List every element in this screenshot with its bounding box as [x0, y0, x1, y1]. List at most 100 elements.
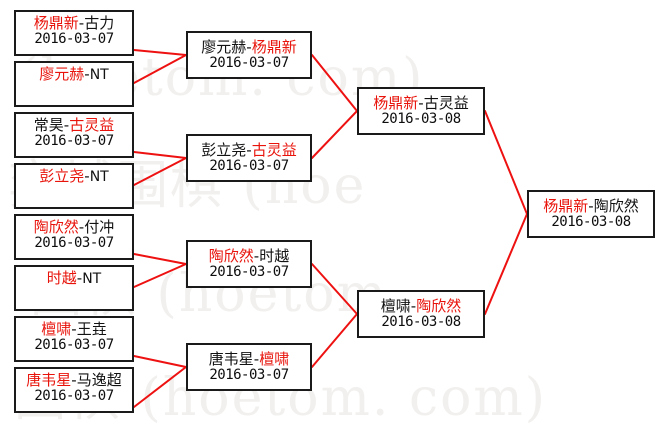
match-date: 2016-03-07	[34, 234, 114, 251]
bye-label: NT	[89, 169, 109, 185]
match-date: 2016-03-08	[551, 213, 631, 230]
match-box-r1m4[interactable]: 彭立尧-NT	[14, 163, 134, 209]
vs-separator: -	[253, 246, 260, 265]
player-left: 檀啸	[380, 296, 411, 315]
connector-r2m3-to-sf2	[311, 263, 358, 315]
player-left: 常昊	[33, 116, 64, 134]
match-date: 2016-03-07	[209, 263, 289, 280]
player-right: 古力	[84, 14, 115, 32]
player-left: 时越	[46, 269, 77, 287]
player-left: 杨鼎新	[33, 14, 79, 32]
connector-r2m2-to-sf1	[311, 110, 358, 159]
match-players: 檀啸-王垚	[41, 321, 106, 338]
match-players: 常昊-古灵益	[34, 117, 114, 134]
vs-separator: -	[246, 37, 252, 56]
connector-r2m1-to-sf1	[311, 54, 358, 112]
match-date: 2016-03-07	[34, 132, 114, 149]
match-players: 陶欣然-时越	[208, 246, 290, 265]
connector-r2m4-to-sf2	[311, 313, 358, 368]
vs-separator: -	[76, 269, 83, 287]
match-players: 唐韦星-檀啸	[208, 349, 290, 368]
player-right: 檀啸	[259, 349, 290, 368]
vs-separator: -	[588, 196, 594, 215]
player-right: 付冲	[84, 218, 115, 236]
vs-separator: -	[84, 167, 90, 185]
match-players: 杨鼎新-古灵益	[373, 93, 469, 112]
match-players: 杨鼎新-陶欣然	[543, 196, 639, 215]
player-left: 廖元赫	[201, 37, 247, 56]
vs-separator: -	[71, 371, 77, 389]
vs-separator: -	[78, 14, 85, 32]
match-date: 2016-03-07	[209, 157, 289, 174]
match-box-r1m2[interactable]: 廖元赫-NT	[14, 61, 134, 107]
vs-separator: -	[71, 320, 77, 338]
connector-r1m5-to-r2m3	[133, 253, 187, 265]
connector-r1m1-to-r2m1	[133, 49, 187, 56]
bye-label: NT	[82, 271, 102, 287]
player-right: 王垚	[76, 320, 107, 338]
vs-separator: -	[63, 116, 70, 134]
player-left: 陶欣然	[33, 218, 79, 236]
match-players: 廖元赫-杨鼎新	[201, 37, 296, 56]
player-left: 杨鼎新	[373, 93, 419, 112]
connector-r1m4-to-r2m2	[133, 157, 187, 186]
player-right: 陶欣然	[593, 196, 639, 215]
connector-r1m6-to-r2m3	[133, 263, 187, 288]
player-left: 彭立尧	[201, 140, 247, 159]
match-players: 陶欣然-付冲	[34, 219, 114, 236]
vs-separator: -	[418, 93, 424, 112]
match-date: 2016-03-07	[209, 366, 289, 383]
vs-separator: -	[410, 296, 417, 315]
match-box-r1m6[interactable]: 时越-NT	[14, 265, 134, 311]
match-date: 2016-03-08	[381, 110, 461, 127]
bye-label: NT	[89, 67, 109, 83]
match-players: 彭立尧-古灵益	[201, 140, 297, 159]
player-left: 杨鼎新	[543, 196, 589, 215]
player-left: 廖元赫	[39, 65, 85, 83]
connector-r1m7-to-r2m4	[133, 355, 187, 368]
match-players: 廖元赫-NT	[39, 66, 108, 84]
player-right: 古灵益	[251, 140, 297, 159]
player-left: 陶欣然	[208, 246, 254, 265]
match-date: 2016-03-07	[34, 30, 114, 47]
match-players: 彭立尧-NT	[39, 168, 108, 186]
connector-sf2-to-f1	[484, 213, 528, 315]
connector-r1m2-to-r2m1	[133, 54, 187, 84]
vs-separator: -	[78, 218, 85, 236]
match-date: 2016-03-08	[381, 313, 461, 330]
match-date: 2016-03-07	[34, 387, 114, 404]
match-players: 唐韦星-马逸超	[26, 372, 121, 389]
player-left: 唐韦星	[26, 371, 72, 389]
match-players: 杨鼎新-古力	[34, 15, 114, 32]
player-left: 彭立尧	[39, 167, 85, 185]
player-left: 唐韦星	[208, 349, 254, 368]
connector-r1m3-to-r2m2	[133, 151, 187, 159]
vs-separator: -	[84, 65, 90, 83]
vs-separator: -	[246, 140, 252, 159]
player-left: 檀啸	[41, 320, 72, 338]
player-right: 古灵益	[423, 93, 469, 112]
player-right: 马逸超	[76, 371, 122, 389]
player-right: 古灵益	[69, 116, 115, 134]
vs-separator: -	[253, 349, 260, 368]
connector-r1m8-to-r2m4	[133, 366, 187, 408]
match-players: 檀啸-陶欣然	[380, 296, 461, 315]
match-date: 2016-03-07	[209, 54, 289, 71]
match-players: 时越-NT	[47, 270, 101, 288]
player-right: 时越	[259, 246, 290, 265]
connector-sf1-to-f1	[484, 110, 528, 215]
match-date: 2016-03-07	[34, 336, 114, 353]
